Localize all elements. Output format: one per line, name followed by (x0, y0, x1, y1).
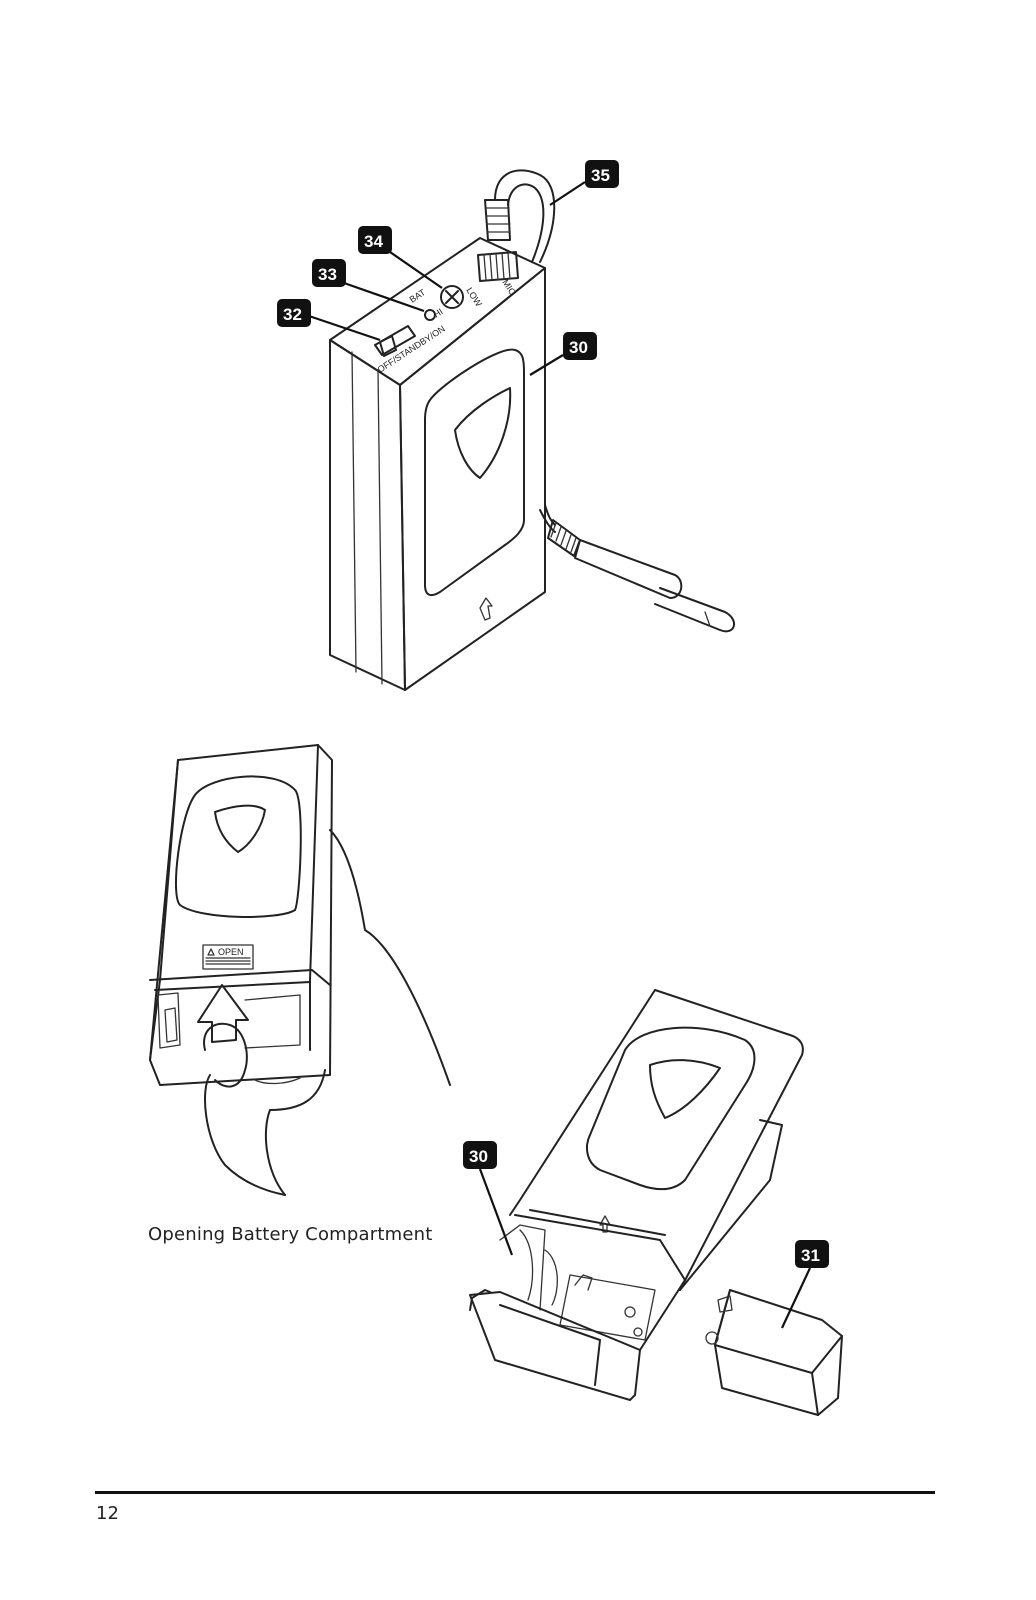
callout-30-bottom: 30 (463, 1141, 497, 1169)
label-bat: BAT (408, 287, 428, 305)
footer-rule (95, 1491, 935, 1494)
callout-30-top: 30 (563, 332, 597, 360)
label-mic: MIC (500, 278, 518, 298)
svg-text:33: 33 (318, 265, 337, 284)
callout-35: 35 (585, 160, 619, 188)
page-number: 12 (96, 1503, 119, 1524)
callout-33: 33 (312, 259, 346, 287)
svg-text:35: 35 (591, 166, 610, 185)
open-label: OPEN (218, 947, 244, 957)
svg-text:30: 30 (569, 338, 588, 357)
svg-text:32: 32 (283, 305, 302, 324)
hand-opening-illustration: OPEN (149, 744, 451, 1196)
svg-text:30: 30 (469, 1147, 488, 1166)
figure-caption: Opening Battery Compartment (148, 1224, 433, 1245)
callout-32: 32 (277, 299, 311, 327)
svg-text:34: 34 (364, 232, 383, 251)
label-low: LOW (464, 286, 484, 309)
svg-text:31: 31 (801, 1246, 820, 1265)
battery-insert-illustration (469, 989, 843, 1416)
callout-34: 34 (358, 226, 392, 254)
callout-31: 31 (795, 1240, 829, 1268)
